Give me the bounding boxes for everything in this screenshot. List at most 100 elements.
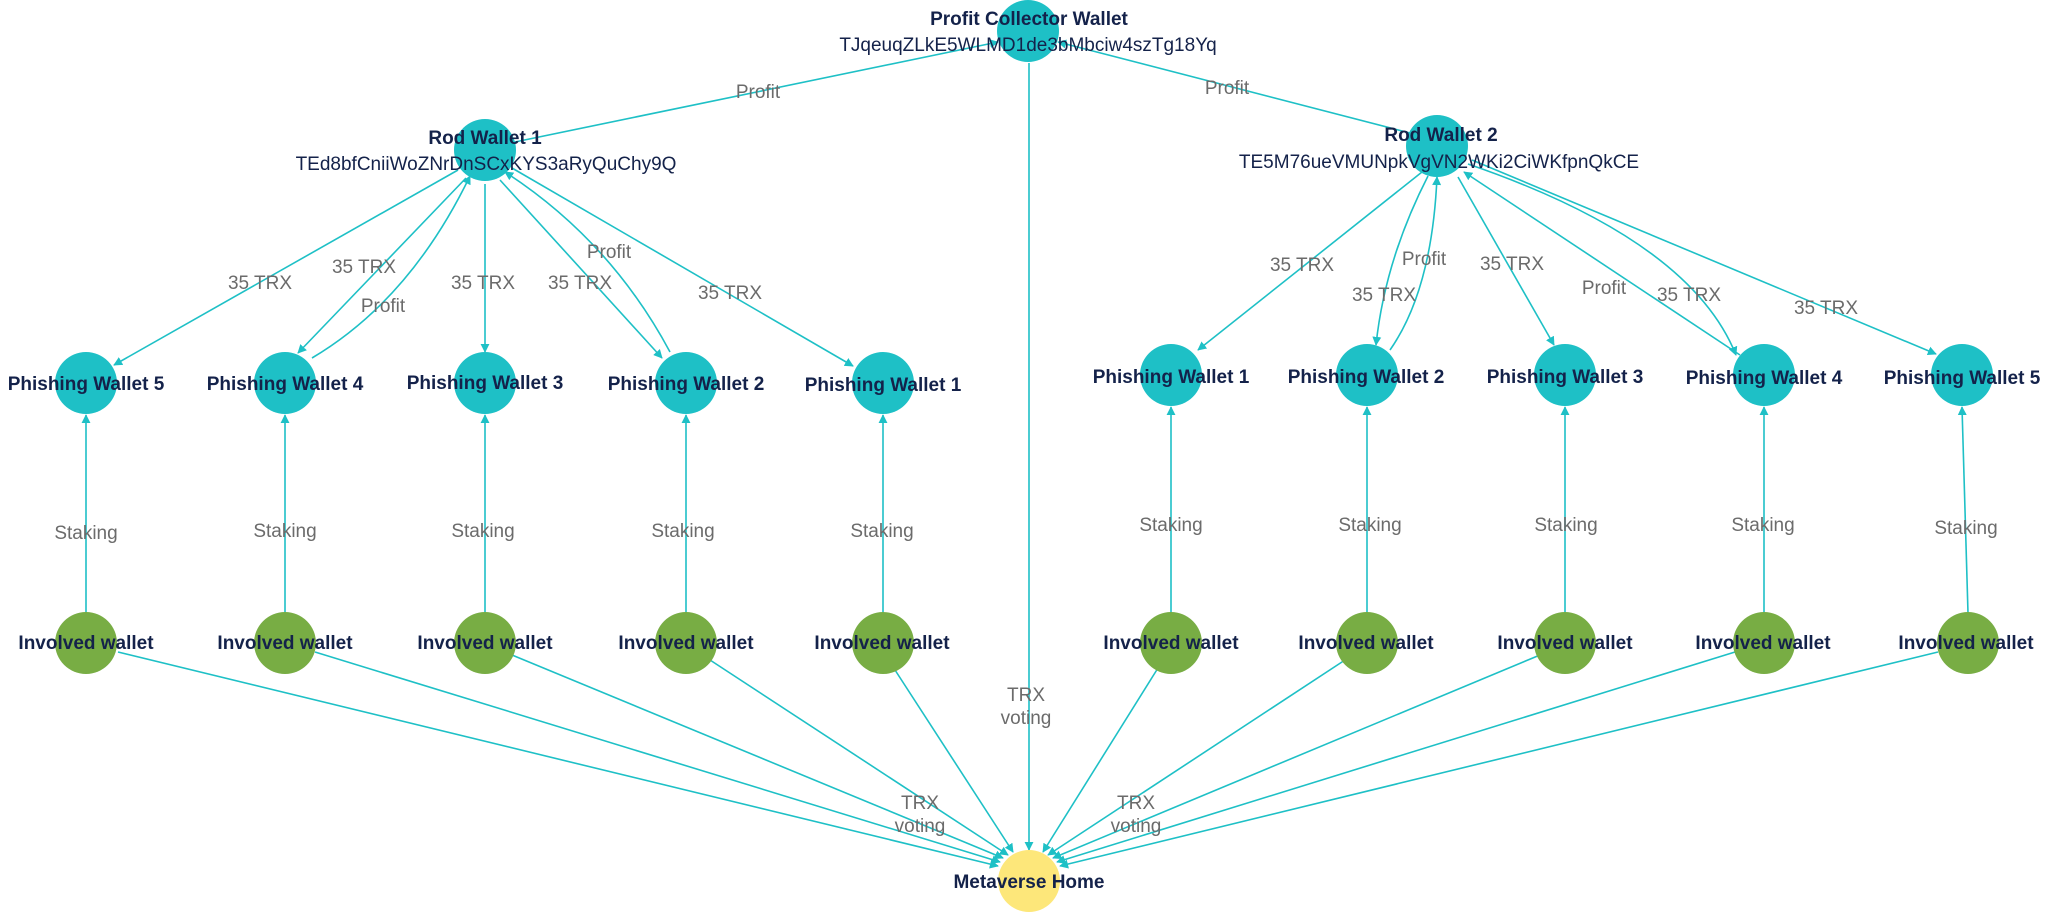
metaverse-home-node — [998, 850, 1060, 912]
profit-collector-node — [997, 0, 1059, 62]
edge-phish2-to-rod2 — [1389, 176, 1442, 351]
left-phishing-2-node — [655, 352, 717, 414]
right-phishing-5-label: Phishing Wallet 5 — [1884, 368, 2041, 389]
edge-phish4-to-rod2 — [1463, 171, 1741, 356]
edge-rod1-to-phish5 — [113, 169, 459, 366]
edge-label-profit-r2: Profit — [1402, 249, 1447, 270]
edge-label-staking-r4: Staking — [1731, 515, 1794, 536]
edge-label-staking-l1: Staking — [54, 523, 117, 544]
involved-wallet-r1-label: Involved wallet — [1103, 633, 1239, 654]
profit-collector-address: TJqeuqZLkE5WLMD1de3bMbciw4szTg18Yq — [839, 35, 1216, 56]
rod-wallet-2-node — [1406, 115, 1468, 177]
edge-rod1-to-phish4 — [297, 177, 467, 354]
edge-voting-r1 — [1042, 667, 1159, 853]
edge-label-staking-l4: Staking — [651, 521, 714, 542]
right-phishing-4-node — [1733, 344, 1795, 406]
edge-label-35trx-r3: 35 TRX — [1480, 254, 1544, 275]
edge-label-trx-center: TRX — [1007, 685, 1045, 706]
edge-label-profit-r4: Profit — [1582, 278, 1627, 299]
profit-collector-label: Profit Collector Wallet — [930, 9, 1128, 30]
edge-label-voting-center: voting — [1001, 708, 1052, 729]
edge-rod2-to-phish2 — [1372, 175, 1429, 346]
right-phishing-5-node — [1931, 344, 1993, 406]
edge-label-voting-right: voting — [1111, 816, 1162, 837]
edge-label-35trx-l1: 35 TRX — [698, 283, 762, 304]
metaverse-home-label: Metaverse Home — [953, 872, 1104, 893]
involved-wallet-l1-node — [55, 612, 117, 674]
edge-rod2-to-phish5 — [1471, 159, 1937, 356]
involved-wallet-r3-label: Involved wallet — [1497, 633, 1633, 654]
edge-label-voting-left: voting — [895, 816, 946, 837]
edge-phish2-to-rod1 — [504, 171, 671, 353]
edge-labels: Profit Profit 35 TRX 35 TRX Profit 35 TR… — [54, 78, 1997, 837]
involved-wallet-r3-node — [1534, 612, 1596, 674]
edge-label-staking-r2: Staking — [1338, 515, 1401, 536]
edge-label-profit-l4: Profit — [361, 296, 406, 317]
edge-label-35trx-l2: 35 TRX — [548, 273, 612, 294]
edge-rod2-to-phish1 — [1197, 171, 1423, 351]
right-phishing-4-label: Phishing Wallet 4 — [1686, 368, 1843, 389]
right-phishing-2-node — [1336, 344, 1398, 406]
rod-wallet-1-label: Rod Wallet 1 — [428, 128, 542, 149]
left-phishing-2-label: Phishing Wallet 2 — [608, 374, 765, 395]
edge-rod2-to-phish4 — [1467, 163, 1738, 356]
right-phishing-2-label: Phishing Wallet 2 — [1288, 367, 1445, 388]
edge-label-staking-l3: Staking — [451, 521, 514, 542]
edge-voting-r5 — [1059, 651, 1939, 869]
left-phishing-3-label: Phishing Wallet 3 — [407, 373, 564, 394]
rod-wallet-1-node — [454, 119, 516, 181]
involved-wallet-l3-label: Involved wallet — [417, 633, 553, 654]
left-phishing-3-node — [454, 352, 516, 414]
involved-wallet-l5-label: Involved wallet — [814, 633, 950, 654]
involved-wallet-r1-node — [1140, 612, 1202, 674]
nodes — [55, 0, 1999, 912]
edge-voting-l2 — [314, 651, 1001, 864]
edge-voting-r2 — [1047, 659, 1346, 856]
edge-voting-r4 — [1056, 651, 1736, 864]
edges — [81, 39, 1969, 869]
edge-staking-r5 — [1957, 406, 1969, 614]
right-phishing-3-label: Phishing Wallet 3 — [1487, 367, 1644, 388]
edge-label-staking-r3: Staking — [1534, 515, 1597, 536]
edge-rod1-to-collector — [509, 39, 999, 144]
edge-label-35trx-l4: 35 TRX — [332, 257, 396, 278]
edge-label-35trx-r5: 35 TRX — [1794, 298, 1858, 319]
left-phishing-1-label: Phishing Wallet 1 — [805, 375, 962, 396]
edge-label-profit-l2: Profit — [587, 242, 632, 263]
involved-wallet-l2-label: Involved wallet — [217, 633, 353, 654]
involved-wallet-l1-label: Involved wallet — [18, 633, 154, 654]
right-phishing-1-node — [1140, 344, 1202, 406]
edge-voting-l4 — [709, 659, 1009, 856]
edge-label-profit-rod1: Profit — [736, 82, 781, 103]
edge-label-staking-l2: Staking — [253, 521, 316, 542]
edge-voting-r3 — [1052, 654, 1541, 860]
right-phishing-3-node — [1534, 344, 1596, 406]
edge-phish4-to-rod1 — [311, 175, 471, 359]
rod-wallet-1-address: TEd8bfCniiWoZNrDnSCxKYS3aRyQuChy9Q — [296, 154, 677, 175]
left-phishing-5-node — [55, 352, 117, 414]
edge-label-staking-r1: Staking — [1139, 515, 1202, 536]
edge-voting-l3 — [511, 654, 1004, 860]
involved-wallet-l3-node — [454, 612, 516, 674]
edge-rod2-to-phish3 — [1457, 176, 1555, 346]
involved-wallet-l4-node — [655, 612, 717, 674]
edge-rod1-to-phish2 — [499, 179, 663, 359]
involved-wallet-l4-label: Involved wallet — [618, 633, 754, 654]
involved-wallet-r4-node — [1733, 612, 1795, 674]
edge-label-staking-l5: Staking — [850, 521, 913, 542]
left-phishing-4-label: Phishing Wallet 4 — [207, 374, 364, 395]
edge-label-35trx-l3: 35 TRX — [451, 273, 515, 294]
edge-label-35trx-r2: 35 TRX — [1352, 285, 1416, 306]
edge-voting-l5 — [894, 669, 1014, 853]
left-phishing-4-node — [254, 352, 316, 414]
edge-label-35trx-r1: 35 TRX — [1270, 255, 1334, 276]
involved-wallet-r2-label: Involved wallet — [1298, 633, 1434, 654]
involved-wallet-r5-label: Involved wallet — [1898, 633, 2034, 654]
rod-wallet-2-address: TE5M76ueVMUNpkVgVN2WKi2CiWKfpnQkCE — [1239, 152, 1639, 173]
edge-rod2-to-collector — [1057, 39, 1411, 134]
edge-voting-l1 — [117, 651, 999, 869]
edge-label-trx-left: TRX — [901, 793, 939, 814]
involved-wallet-r4-label: Involved wallet — [1695, 633, 1831, 654]
involved-wallet-r2-node — [1336, 612, 1398, 674]
